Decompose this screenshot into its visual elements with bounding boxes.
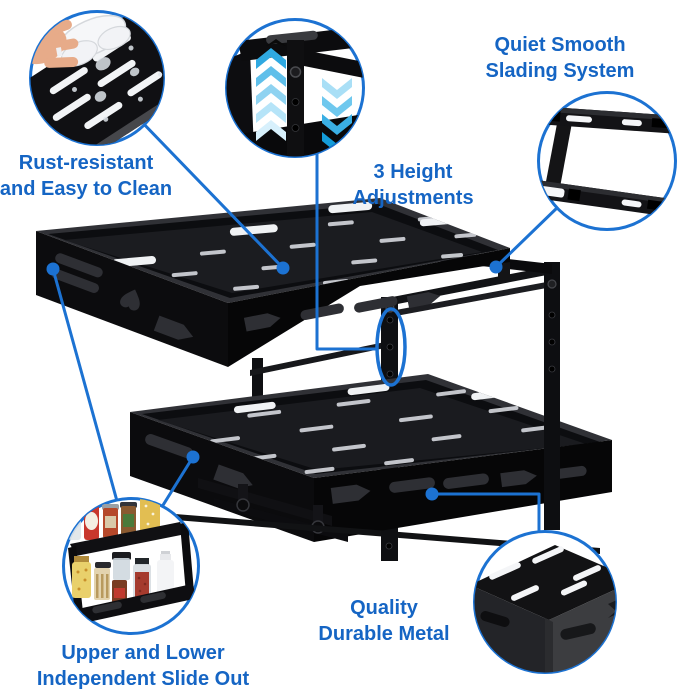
callout-height-line2: Adjustments — [352, 187, 474, 209]
callout-label-independent: Upper and Lower Independent Slide Out — [3, 640, 283, 690]
inset-metal — [473, 530, 617, 674]
callout-label-height: 3 Height Adjustments — [313, 159, 513, 211]
callout-sliding-line1: Quiet Smooth — [494, 34, 626, 56]
connector-lines — [51, 116, 562, 542]
upper-right-wall-cutouts — [243, 292, 441, 332]
height-adjust-arrows-photo — [226, 27, 364, 157]
drawer-slide-rails-photo — [538, 105, 676, 218]
callout-clean-line1: Rust-resistant — [18, 152, 154, 174]
highlight-ellipse — [375, 307, 407, 387]
callout-sliding-line2: Slading System — [485, 60, 635, 82]
metal-tray-corner-photo — [474, 545, 616, 673]
inset-height — [225, 18, 365, 158]
callout-clean-line2: and Easy to Clean — [0, 178, 173, 200]
callout-independent-line1: Upper and Lower — [61, 642, 225, 664]
connector-dots — [46, 260, 503, 501]
bottom-slide-rails — [150, 478, 600, 561]
callout-label-sliding: Quiet Smooth Slading System — [460, 32, 660, 84]
lower-tray — [130, 374, 612, 542]
up-arrows-icon — [256, 48, 286, 141]
callout-metal-line1: Quality — [350, 597, 418, 619]
upper-left-wall-cutouts — [51, 253, 194, 340]
callout-independent-line2: Independent Slide Out — [36, 668, 250, 690]
product-photo — [36, 198, 612, 561]
callout-height-line1: 3 Height — [373, 161, 453, 183]
upper-tray — [36, 198, 552, 367]
lower-left-wall-cutouts — [145, 434, 253, 489]
callout-label-metal: Quality Durable Metal — [284, 595, 484, 647]
frame-front-right-post — [544, 262, 560, 530]
inset-spices — [62, 497, 200, 635]
hand-icon — [30, 19, 79, 68]
inset-clean — [29, 10, 165, 146]
callout-label-clean: Rust-resistant and Easy to Clean — [0, 150, 196, 202]
inset-rails — [537, 91, 677, 231]
callout-metal-line2: Durable Metal — [318, 623, 450, 645]
